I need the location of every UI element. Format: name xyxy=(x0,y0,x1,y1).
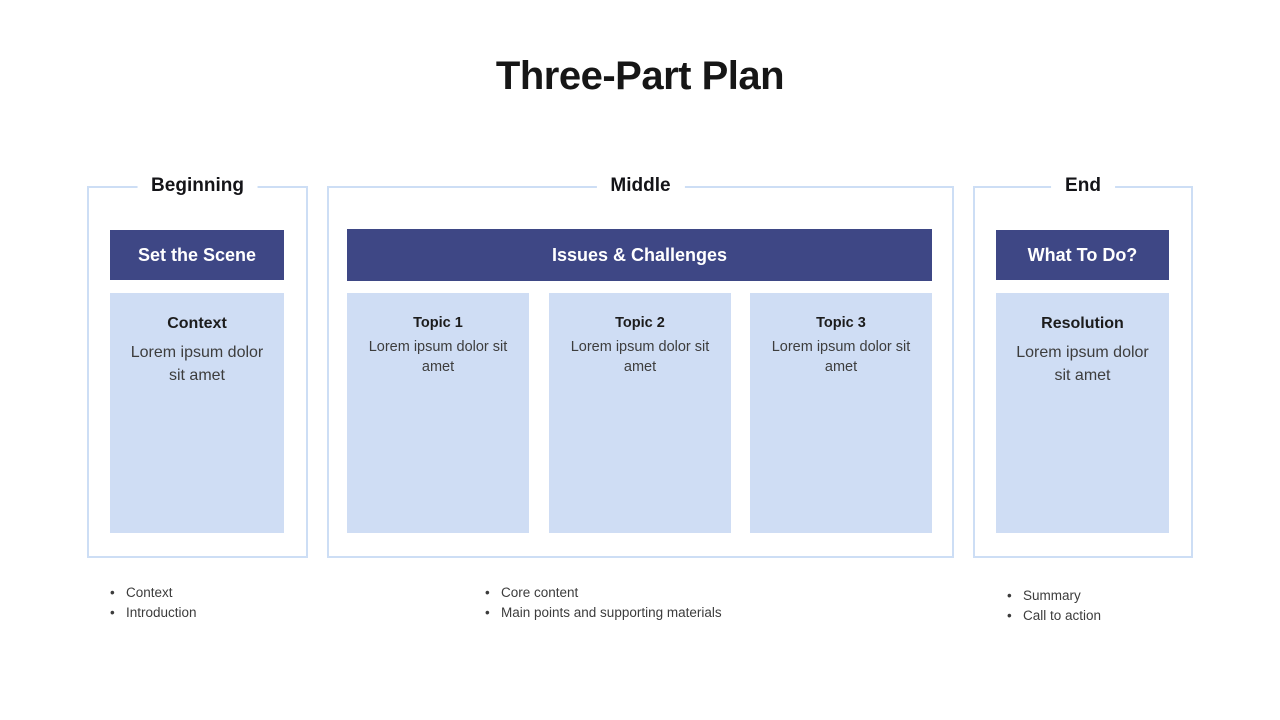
end-bullet-list: Summary Call to action xyxy=(1007,586,1101,625)
resolution-box-title: Resolution xyxy=(1041,315,1124,332)
topic-1-title: Topic 1 xyxy=(413,315,463,331)
bullet-item: Introduction xyxy=(110,603,197,623)
bullet-item: Context xyxy=(110,583,197,603)
topic-2-box: Topic 2 Lorem ipsum dolor sit amet xyxy=(549,293,731,533)
topic-2-title: Topic 2 xyxy=(615,315,665,331)
bullet-item: Core content xyxy=(485,583,722,603)
section-middle-label: Middle xyxy=(596,173,685,199)
middle-bullet-list: Core content Main points and supporting … xyxy=(485,583,722,622)
topic-3-title: Topic 3 xyxy=(816,315,866,331)
section-middle-header-box: Issues & Challenges xyxy=(347,229,932,281)
topic-3-box: Topic 3 Lorem ipsum dolor sit amet xyxy=(750,293,932,533)
section-beginning-label: Beginning xyxy=(137,173,258,199)
context-box: Context Lorem ipsum dolor sit amet xyxy=(110,293,284,533)
section-beginning: Beginning Set the Scene Context Lorem ip… xyxy=(87,173,308,558)
section-middle-header-text: Issues & Challenges xyxy=(551,244,728,265)
section-end-header-text: What To Do? xyxy=(1027,244,1138,265)
bullet-item: Summary xyxy=(1007,586,1101,606)
section-beginning-header-text: Set the Scene xyxy=(137,244,257,265)
topic-3-body: Lorem ipsum dolor sit amet xyxy=(771,339,911,375)
section-end-header-box: What To Do? xyxy=(996,230,1169,280)
topic-1-body: Lorem ipsum dolor sit amet xyxy=(368,339,508,375)
bullet-item: Call to action xyxy=(1007,606,1101,626)
slide-title: Three-Part Plan xyxy=(495,54,785,98)
context-box-body: Lorem ipsum dolor sit amet xyxy=(130,344,264,384)
beginning-bullet-list: Context Introduction xyxy=(110,583,197,622)
resolution-box-body: Lorem ipsum dolor sit amet xyxy=(1016,344,1149,384)
topic-2-body: Lorem ipsum dolor sit amet xyxy=(570,339,710,375)
bullet-item: Main points and supporting materials xyxy=(485,603,722,623)
section-end-label: End xyxy=(1051,173,1115,199)
section-beginning-header-box: Set the Scene xyxy=(110,230,284,280)
topic-1-box: Topic 1 Lorem ipsum dolor sit amet xyxy=(347,293,529,533)
section-end: End What To Do? Resolution Lorem ipsum d… xyxy=(973,173,1193,558)
section-middle: Middle Issues & Challenges Topic 1 Lorem… xyxy=(327,173,954,558)
context-box-title: Context xyxy=(167,315,227,332)
resolution-box: Resolution Lorem ipsum dolor sit amet xyxy=(996,293,1169,533)
